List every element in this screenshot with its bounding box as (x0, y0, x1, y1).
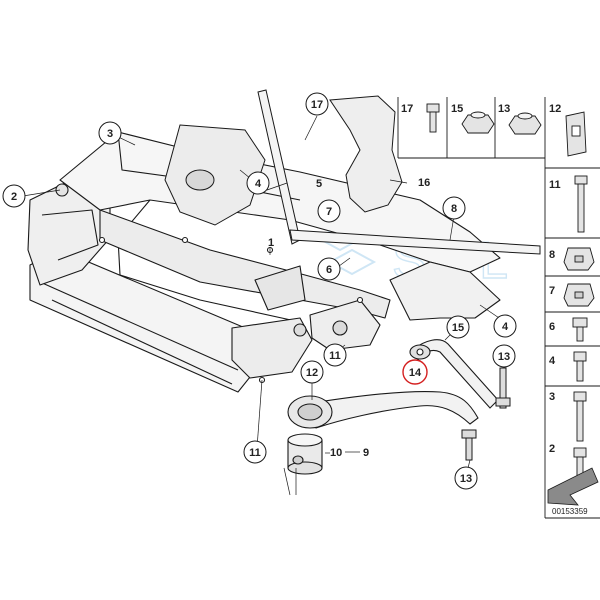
callout-7-label: 7 (326, 206, 332, 218)
callout-13-lower-label: 13 (460, 473, 472, 485)
callout-14-label: 14 (409, 367, 422, 379)
panel-label-4: 4 (549, 355, 556, 367)
callout-17: 17 (305, 92, 329, 116)
callout-11-center-label: 11 (329, 350, 341, 362)
part-7-nut (563, 283, 595, 307)
callouts: 17 3 2 4 7 8 6 15 (2, 92, 517, 490)
part-17-bolt (426, 103, 440, 133)
ball-joint-bolt-bottom (461, 429, 477, 461)
tension-strut-14 (409, 339, 499, 409)
callout-11-lower: 11 (243, 440, 267, 464)
callout-8-label: 8 (451, 203, 457, 215)
panel-label-11: 11 (549, 179, 561, 191)
label-9: 9 (363, 447, 369, 459)
callout-4-upper-label: 4 (255, 178, 262, 190)
part-11-bolt (574, 175, 588, 233)
part-13-nut (508, 112, 542, 135)
panel-label-13: 13 (498, 103, 510, 115)
upper-heat-shield (164, 124, 266, 226)
bushing-10 (287, 433, 323, 475)
callout-14: 14 (402, 359, 428, 385)
part-8-nut (563, 247, 595, 271)
label-10: 10 (330, 447, 342, 459)
panel-label-17: 17 (401, 103, 413, 115)
part-12-clip (565, 111, 587, 157)
part-4-bolt (573, 351, 587, 382)
diagram-code: 00153359 (552, 507, 588, 516)
panel-label-15: 15 (451, 103, 463, 115)
control-arm-9 (287, 391, 479, 429)
callout-13-upper-label: 13 (498, 351, 510, 363)
callout-7: 7 (317, 199, 341, 223)
callout-15-label: 15 (452, 322, 464, 334)
panel-label-3: 3 (549, 391, 555, 403)
direction-arrow-icon (547, 467, 599, 506)
plain-labels: 5 16 1 10 9 (268, 177, 430, 459)
callout-8: 8 (442, 196, 466, 220)
callout-12-label: 12 (306, 367, 318, 379)
shield-panel-16 (329, 95, 403, 213)
callout-11-center: 11 (323, 343, 347, 367)
callout-4-lower: 4 (493, 314, 517, 338)
callout-3: 3 (98, 121, 122, 145)
callout-2: 2 (2, 184, 26, 208)
part-15-nut (461, 111, 495, 134)
panel-label-12: 12 (549, 103, 561, 115)
callout-15: 15 (446, 315, 470, 339)
callout-13-lower: 13 (454, 466, 478, 490)
callout-17-label: 17 (311, 99, 323, 111)
callout-13-upper: 13 (492, 344, 516, 368)
part-6-bolt (572, 317, 588, 342)
panel-label-8: 8 (549, 249, 555, 261)
callout-4-upper: 4 (246, 171, 270, 195)
callout-2-label: 2 (11, 191, 17, 203)
panel-label-6: 6 (549, 321, 555, 333)
parts-panel (397, 97, 600, 519)
callout-12: 12 (300, 360, 324, 384)
parts-panel-labels: 17 15 13 12 11 8 7 6 4 3 2 (401, 103, 561, 455)
panel-label-2: 2 (549, 443, 555, 455)
strut-brace-5 (257, 89, 541, 255)
label-5: 5 (316, 178, 322, 190)
callout-3-label: 3 (107, 128, 113, 140)
part-3-bolt (573, 391, 587, 442)
callout-6-label: 6 (326, 264, 332, 276)
callout-6: 6 (317, 257, 341, 281)
label-16: 16 (418, 177, 430, 189)
ball-joint-bolt-top (495, 367, 511, 409)
callout-4-lower-label: 4 (502, 321, 509, 333)
label-1: 1 (268, 237, 274, 249)
callout-11-lower-label: 11 (249, 447, 261, 459)
panel-label-7: 7 (549, 285, 555, 297)
